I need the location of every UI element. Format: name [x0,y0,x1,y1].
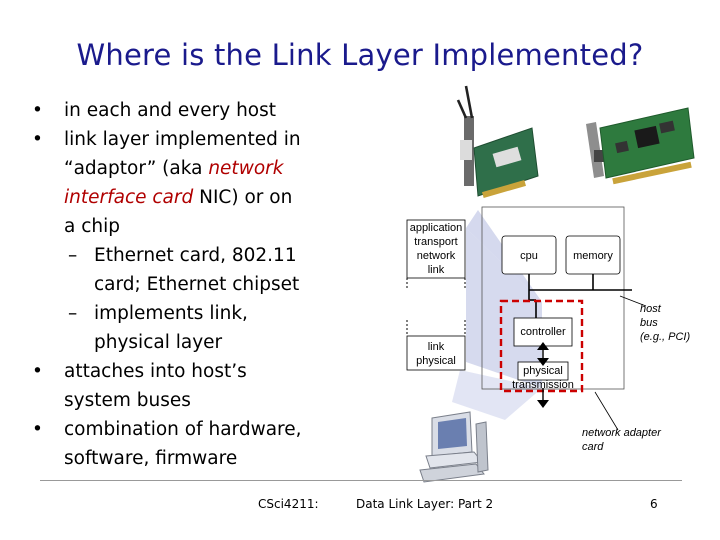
bullet-dot: • [32,361,43,382]
sub-bullet-dash: – [68,245,78,266]
stack-layer-label: physical [416,355,456,367]
footer-topic: Data Link Layer: Part 2 [356,497,493,511]
bullet-dot: • [32,100,43,121]
protocol-stack-lower: link physical [406,335,466,371]
sub-bullet-text: physical layer [94,332,223,353]
footer-divider [40,480,682,481]
memory-label: memory [573,250,613,262]
footer-course: CSci4211: [258,497,319,511]
physical-transmission-label: transmission [512,379,574,391]
protocol-stack-upper: application transport network link [406,219,466,279]
bullet-item: • attaches into host’s system buses [28,357,348,415]
sub-bullet-text: Ethernet card, 802.11 [94,245,297,266]
arrow-head-icon [537,342,549,350]
footer-page-number: 6 [650,497,658,511]
arrow-head-icon [537,358,549,366]
bullet-text: NIC) or on [193,187,293,208]
bullet-text: “adaptor” (aka [64,158,209,179]
stack-layer-label: link [428,264,445,276]
adapter-card-label: network adapter [582,427,662,439]
stack-layer-label: network [417,250,456,262]
ethernet-pci-card-icon [586,107,695,185]
bullet-dot: • [32,419,43,440]
wireless-pci-card-icon [456,85,539,198]
bullet-text: system buses [64,390,191,411]
host-bus-label: host [640,303,662,315]
slide-title: Where is the Link Layer Implemented? [76,38,644,72]
sub-bullet-item: – implements link, physical layer [28,299,348,357]
bullet-item: • combination of hardware, software, fir… [28,415,348,473]
host-bus [528,274,632,318]
sub-bullet-text: card; Ethernet chipset [94,274,300,295]
host-bus-label: (e.g., PCI) [640,331,690,343]
host-bus-leader [619,295,647,307]
controller-label: controller [520,326,566,338]
adapter-card-label: card [582,441,604,453]
arrow-head-icon [537,400,549,408]
stack-layer-label: application [410,222,463,234]
controller-box [513,317,573,347]
sub-bullet-item: – Ethernet card, 802.11 card; Ethernet c… [28,241,348,299]
emphasis-text: interface card [64,187,194,208]
sub-bullet-text: implements link, [94,303,248,324]
bullet-text: in each and every host [64,100,277,121]
emphasis-text: network [208,158,284,179]
projection-wedge [466,228,542,388]
adapter-boundary [499,299,584,393]
bullet-item: • link layer implemented in “adaptor” (a… [28,125,348,241]
physical-transmission-label: physical [523,365,563,377]
host-bus-label: bus [640,317,658,329]
stack-layer-label: link [428,341,445,353]
bullet-text: combination of hardware, [64,419,302,440]
bullet-text: a chip [64,216,120,237]
bullet-text: software, firmware [64,448,238,469]
host-box [481,206,625,390]
bullet-text: attaches into host’s [64,361,247,382]
bullet-item: • in each and every host [28,96,348,125]
sub-bullet-dash: – [68,303,78,324]
bullet-dot: • [32,129,43,150]
bullet-text: link layer implemented in [64,129,301,150]
adapter-leader [594,391,619,431]
projection-wedge-bottom [452,370,542,420]
cpu-label: cpu [520,250,538,262]
computer-icon [419,411,489,483]
stack-layer-label: transport [414,236,457,248]
bullet-list: • in each and every host • link layer im… [28,96,348,473]
